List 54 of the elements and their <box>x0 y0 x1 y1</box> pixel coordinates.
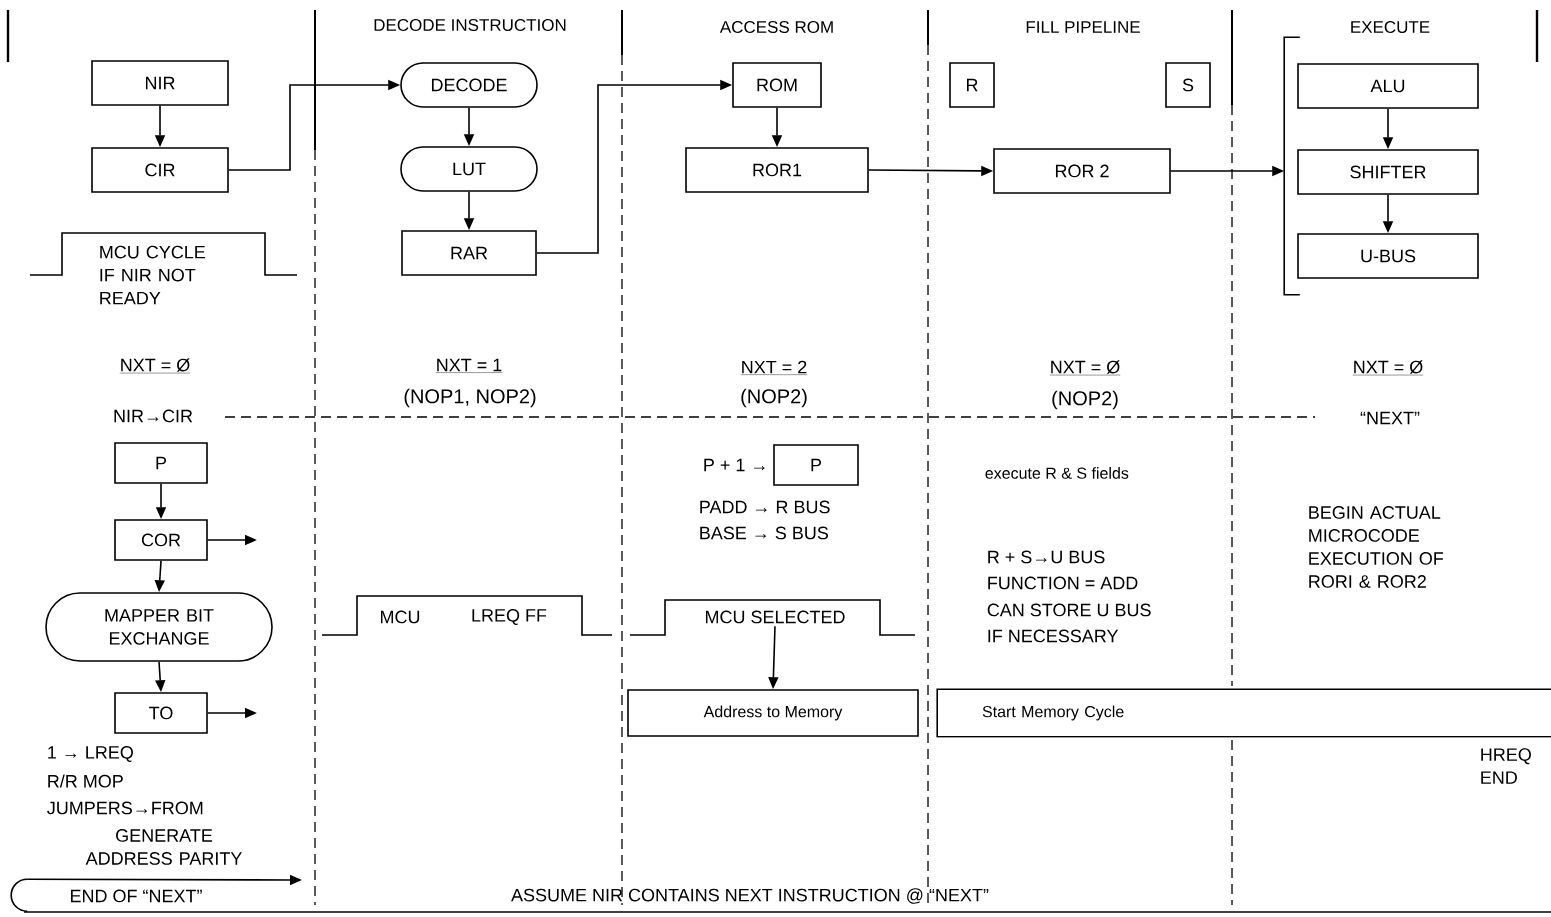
note-text: JUMPERS→FROM <box>47 801 203 815</box>
note-text: execute R & S fields <box>985 467 1129 479</box>
note-text: BASE → S BUS <box>700 526 828 540</box>
state-note: (NOP2) <box>741 388 807 408</box>
note-text: IF NECESSARY <box>988 629 1119 643</box>
state-note: (NOP1, NOP2) <box>404 388 536 408</box>
column-heading: EXECUTE <box>1351 21 1430 33</box>
note-text: ASSUME NIR CONTAINS NEXT INSTRUCTION @ “NEXT” <box>511 888 989 904</box>
state-note: (NOP2) <box>1052 390 1118 410</box>
process-box: CIR <box>91 147 229 193</box>
note-text: CAN STORE U BUS <box>987 603 1151 617</box>
process-box: NIR <box>91 60 229 106</box>
transfer-label: “NEXT” <box>1360 411 1420 425</box>
process-box: ROR1 <box>685 147 869 193</box>
rounded-box: LUT <box>400 146 538 192</box>
state-label: NXT = Ø <box>1352 360 1424 376</box>
process-box: ROR 2 <box>993 148 1171 194</box>
beside-label: P + 1 → <box>704 458 765 472</box>
loop-back-label: END OF “NEXT” <box>10 878 202 912</box>
process-box: COR <box>114 519 208 561</box>
note-text: GENERATE ADDRESS PARITY <box>85 829 242 865</box>
signal-label: LREQ FF <box>472 609 547 625</box>
note-text: BEGIN ACTUAL MICROCODE EXECUTION OF RORI & ROR2 <box>1309 506 1444 588</box>
bracket <box>1283 36 1301 296</box>
signal-pulse: MCU SELECTED <box>629 599 916 636</box>
process-box: R <box>949 62 995 108</box>
transfer-label: NIR→CIR <box>114 409 193 423</box>
state-label: NXT = 2 <box>740 360 808 375</box>
column-heading: FILL PIPELINE <box>1026 21 1140 33</box>
process-box: TO <box>114 692 208 734</box>
rounded-box: DECODE <box>400 62 538 108</box>
process-box: P <box>114 442 208 484</box>
note-text: FUNCTION = ADD <box>988 576 1138 590</box>
note-text: PADD → R BUS <box>700 500 830 514</box>
note-text: MCU CYCLE IF NIR NOT READY <box>100 245 205 305</box>
process-box: Address to Memory <box>627 689 919 737</box>
process-box: P <box>773 444 859 486</box>
note-text: R + S→U BUS <box>988 550 1105 564</box>
process-box: ALU <box>1297 63 1479 109</box>
state-label: NXT = Ø <box>1049 360 1121 376</box>
note-text: 1 → LREQ <box>48 746 133 762</box>
timing-bar: Start Memory Cycle <box>936 688 1551 738</box>
signal-label: MCU <box>381 610 420 624</box>
process-box: U-BUS <box>1297 233 1479 279</box>
state-label: NXT = Ø <box>119 358 191 374</box>
note-text: R/R MOP <box>48 774 123 788</box>
column-heading: DECODE INSTRUCTION <box>374 19 566 31</box>
process-box: RAR <box>401 230 537 276</box>
column-heading: ACCESS ROM <box>719 21 833 33</box>
process-box: SHIFTER <box>1297 149 1479 195</box>
rounded-box: MAPPER BIT EXCHANGE <box>45 592 273 662</box>
process-box: S <box>1165 62 1211 108</box>
process-box: ROM <box>732 62 822 108</box>
state-label: NXT = 1 <box>435 358 503 373</box>
